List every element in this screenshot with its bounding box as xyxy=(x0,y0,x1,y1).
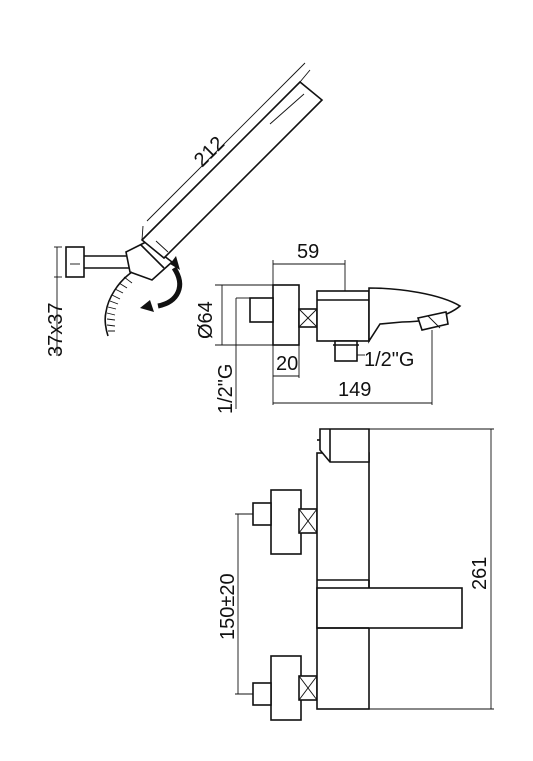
dim-inlet-thread: 1/2"G xyxy=(215,364,237,414)
mixer-front-view: 150±20 261 xyxy=(217,428,494,721)
hand-shower-view: 212 37x37 xyxy=(45,62,324,358)
dim-37x37: 37x37 xyxy=(45,303,67,358)
dim-261: 261 xyxy=(469,557,491,590)
spout-side xyxy=(368,287,462,344)
rotation-arrow-icon xyxy=(157,266,182,309)
dim-o64: Ø64 xyxy=(195,301,217,339)
outlet-connector xyxy=(334,340,358,362)
escutcheon-top xyxy=(270,489,302,555)
spout-front xyxy=(316,587,463,629)
wall-bracket xyxy=(65,246,85,278)
escutcheon-bottom xyxy=(270,655,302,721)
handshower-body xyxy=(140,80,324,260)
dim-20: 20 xyxy=(276,353,298,375)
inlet-connector xyxy=(249,297,274,323)
shower-holder xyxy=(125,241,174,281)
shower-hose xyxy=(104,271,133,337)
dim-150: 150±20 xyxy=(217,573,239,640)
mixer-body-side xyxy=(316,290,370,342)
control-handle xyxy=(319,428,370,463)
mixer-body-front xyxy=(316,452,370,710)
escutcheon xyxy=(272,284,300,346)
dim-outlet-thread: 1/2"G xyxy=(364,349,414,371)
mixer-side-view: 59 Ø64 1/2"G 20 1/2"G 149 xyxy=(195,241,462,414)
dim-149: 149 xyxy=(338,379,371,401)
dim-59: 59 xyxy=(297,241,319,263)
